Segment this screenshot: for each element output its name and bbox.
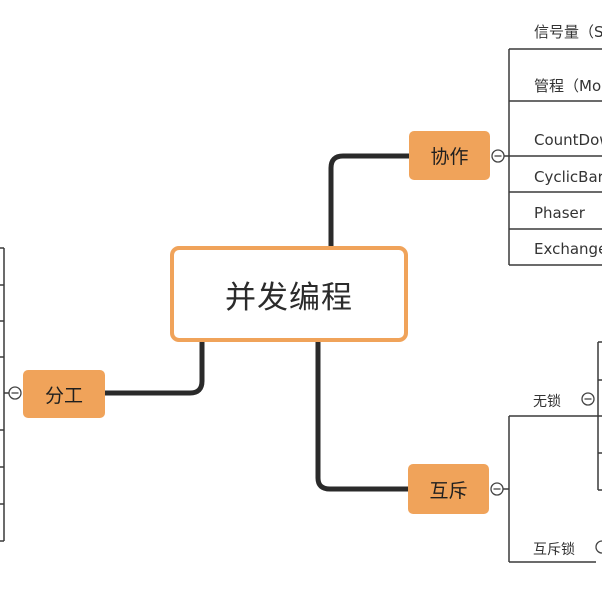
subtopic-cyclicbarrier[interactable]: CyclicBarr: [534, 168, 602, 186]
connector-fengong: [102, 339, 205, 396]
topic-huchi[interactable]: 互斥: [408, 464, 489, 514]
toggle-xiezuo[interactable]: [491, 149, 505, 163]
topic-xiezuo[interactable]: 协作: [409, 131, 490, 180]
connector-huchi: [315, 339, 411, 492]
connector-xiezuo: [328, 153, 412, 249]
toggle-huchisuo[interactable]: [595, 540, 602, 554]
subtopic-semaphore[interactable]: 信号量（S: [534, 23, 602, 41]
topic-fengong[interactable]: 分工: [23, 370, 105, 418]
subtopic-countdownlatch[interactable]: CountDow: [534, 131, 602, 149]
toggle-fengong[interactable]: [8, 386, 22, 400]
central-topic[interactable]: 并发编程: [170, 246, 408, 342]
subtopic-lockfree[interactable]: 无锁: [533, 394, 561, 410]
subtopic-exchanger[interactable]: Exchange: [534, 240, 602, 258]
toggle-huchi[interactable]: [490, 482, 504, 496]
subtopic-phaser[interactable]: Phaser: [534, 204, 585, 222]
toggle-wusuo[interactable]: [581, 392, 595, 406]
subtopic-mutex[interactable]: 互斥锁: [533, 542, 575, 558]
subtopic-monitor[interactable]: 管程（Mo: [534, 77, 602, 95]
